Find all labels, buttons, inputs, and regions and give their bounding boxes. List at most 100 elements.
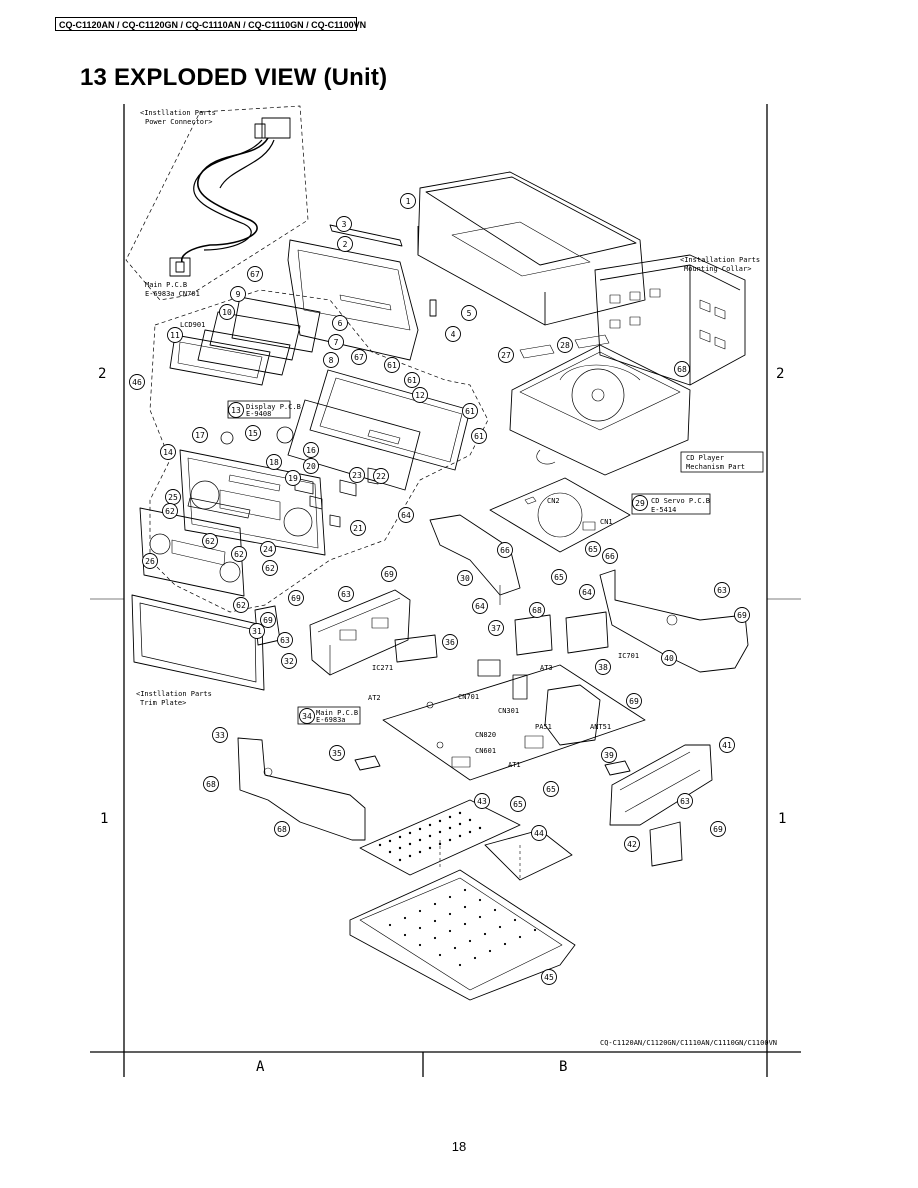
callout-27: 27 (498, 347, 514, 363)
callout-32: 32 (281, 653, 297, 669)
callout-circle (462, 403, 478, 419)
callout-23: 23 (349, 467, 365, 483)
cd-servo-pcb-art (489, 477, 631, 553)
callout-circle (626, 693, 642, 709)
row-label-left-1: 1 (100, 811, 108, 827)
callout-14: 14 (160, 444, 176, 460)
callout-circle (228, 402, 244, 418)
callout-61: 61 (471, 428, 487, 444)
callout-63: 63 (338, 586, 354, 602)
callout-number: 24 (263, 545, 273, 554)
callout-4: 4 (445, 326, 461, 342)
row-label-right-2: 2 (776, 366, 784, 382)
main-pcb-art (382, 659, 646, 781)
callout-number: 9 (236, 290, 241, 299)
callout-26: 26 (142, 553, 158, 569)
row-label-left-2: 2 (98, 366, 106, 382)
callout-number: 12 (415, 391, 425, 400)
col-label-b: B (559, 1059, 567, 1075)
callout-69: 69 (734, 607, 750, 623)
note-mounting-collar-1: <Installation Parts (680, 256, 760, 264)
callout-number: 27 (501, 351, 511, 360)
callout-61: 61 (384, 357, 400, 373)
callout-63: 63 (714, 582, 730, 598)
callout-circle (602, 548, 618, 564)
callout-circle (674, 361, 690, 377)
callout-circle (212, 727, 228, 743)
callout-circle (461, 305, 477, 321)
lcd-assembly-art (169, 296, 321, 386)
callout-number: 68 (677, 365, 687, 374)
note-main-pcb-1: Main P.C.B (316, 709, 358, 717)
callout-62: 62 (231, 546, 247, 562)
cd-mechanism-art (509, 334, 691, 476)
diagram-footer-model: CQ-C1120AN/C1120GN/C1110AN/C1110GN/C1100… (600, 1039, 777, 1047)
callout-69: 69 (381, 566, 397, 582)
callout-circle (142, 553, 158, 569)
callout-69: 69 (710, 821, 726, 837)
callout-circle (404, 372, 420, 388)
note-power-connector-1: <Instllation Parts (140, 109, 216, 117)
callout-31: 31 (249, 623, 265, 639)
callout-circle (203, 776, 219, 792)
callout-number: 62 (165, 507, 175, 516)
row-label-right-1: 1 (778, 811, 786, 827)
note-cd-servo-pcb-2: E-5414 (651, 506, 676, 514)
callout-29: 29 (632, 495, 648, 511)
label-cn1: CN1 (600, 518, 613, 526)
callout-number: 64 (401, 511, 411, 520)
callout-circle (285, 470, 301, 486)
callout-circle (529, 602, 545, 618)
page-number: 18 (451, 1139, 467, 1154)
callout-42: 42 (624, 836, 640, 852)
callout-1: 1 (400, 193, 416, 209)
callout-66: 66 (602, 548, 618, 564)
callout-65: 65 (551, 569, 567, 585)
callout-7: 7 (328, 334, 344, 350)
callout-number: 15 (248, 429, 258, 438)
callout-circle (202, 533, 218, 549)
label-cn701: CN701 (458, 693, 479, 701)
note-display-pcb-2: E-9408 (246, 410, 271, 418)
note-trim-plate-2: Trim Plate> (140, 699, 186, 707)
callout-number: 41 (722, 741, 732, 750)
callout-circle (497, 542, 513, 558)
callout-number: 68 (277, 825, 287, 834)
callout-number: 17 (195, 431, 205, 440)
callout-number: 64 (582, 588, 592, 597)
callout-circle (303, 442, 319, 458)
callout-number: 67 (354, 353, 364, 362)
callout-34: 34 (299, 708, 315, 724)
callout-number: 3 (342, 220, 347, 229)
callout-circle (337, 236, 353, 252)
callout-45: 45 (541, 969, 557, 985)
callout-68: 68 (674, 361, 690, 377)
callout-number: 65 (546, 785, 556, 794)
callout-66: 66 (497, 542, 513, 558)
callout-16: 16 (303, 442, 319, 458)
callout-circle (162, 503, 178, 519)
callout-64: 64 (579, 584, 595, 600)
callout-number: 62 (265, 564, 275, 573)
callout-circle (579, 584, 595, 600)
callout-circle (338, 586, 354, 602)
left-bracket-art (237, 737, 366, 841)
callout-circle (266, 454, 282, 470)
callout-2: 2 (337, 236, 353, 252)
callout-22: 22 (373, 468, 389, 484)
callout-number: 63 (280, 636, 290, 645)
callout-number: 61 (407, 376, 417, 385)
callout-number: 2 (343, 240, 348, 249)
callout-number: 21 (353, 524, 363, 533)
note-cd-mechanism-2: Mechanism Part (686, 463, 745, 471)
callout-63: 63 (277, 632, 293, 648)
trim-plate-art (131, 594, 265, 691)
callout-circle (585, 541, 601, 557)
callout-number: 66 (605, 552, 615, 561)
label-ic271: IC271 (372, 664, 393, 672)
callout-circle (281, 653, 297, 669)
callout-circle (384, 357, 400, 373)
label-lcd901: LCD901 (180, 321, 205, 329)
callout-circle (551, 569, 567, 585)
